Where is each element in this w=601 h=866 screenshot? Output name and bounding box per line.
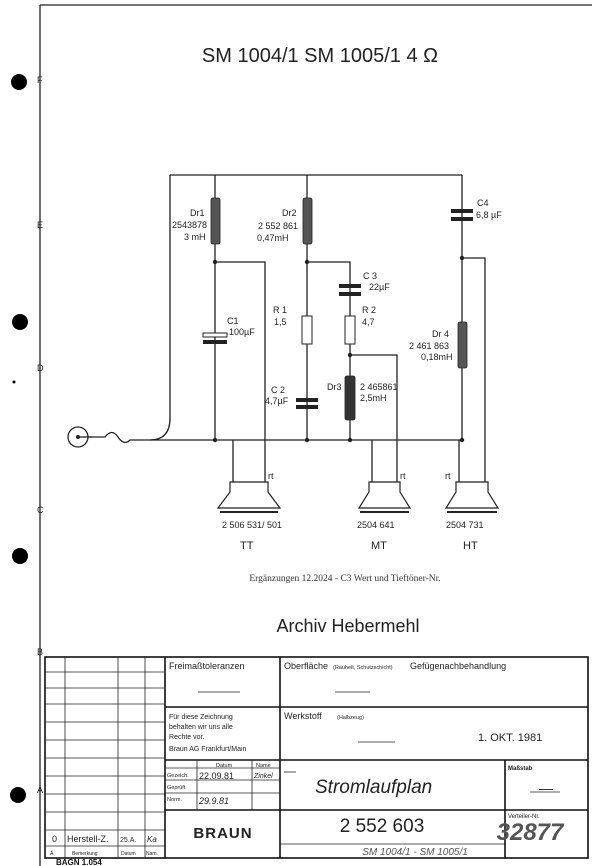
svg-text:22.09.81: 22.09.81 (199, 771, 234, 781)
svg-text:BRAUN: BRAUN (193, 825, 252, 842)
svg-text:R 2: R 2 (362, 305, 376, 315)
svg-text:Braun AG Frankfurt/Main: Braun AG Frankfurt/Main (169, 746, 247, 753)
svg-text:3 mH: 3 mH (184, 232, 206, 242)
svg-text:Oberfläche: Oberfläche (284, 661, 328, 671)
svg-text:1. OKT. 1981: 1. OKT. 1981 (478, 732, 542, 744)
svg-text:2504 731: 2504 731 (446, 520, 484, 530)
punch-holes (10, 74, 28, 803)
speaker-ht: rt 2504 731 HT (444, 471, 500, 552)
svg-text:2543878: 2543878 (172, 220, 207, 230)
svg-text:6,8 µF: 6,8 µF (476, 210, 502, 220)
svg-text:(Halbzeug): (Halbzeug) (337, 715, 364, 721)
svg-text:25.A.: 25.A. (120, 837, 136, 844)
svg-text:32877: 32877 (497, 819, 565, 846)
svg-text:TT: TT (240, 540, 254, 552)
drawing-frame (39, 4, 592, 866)
svg-text:rt: rt (268, 471, 274, 481)
inductor-dr3 (344, 375, 356, 421)
form-code: BAGN 1.054 (56, 858, 102, 866)
svg-text:4,7: 4,7 (362, 317, 375, 327)
revision-note: Ergänzungen 12.2024 - C3 Wert und Tieftö… (249, 573, 440, 584)
svg-text:Dr1: Dr1 (190, 208, 205, 218)
svg-text:Stromlaufplan: Stromlaufplan (315, 777, 432, 798)
border-letters: F E D C B A (37, 75, 44, 795)
svg-text:Dr2: Dr2 (282, 208, 297, 218)
svg-text:SM 1004/1 - SM 1005/1: SM 1004/1 - SM 1005/1 (362, 847, 468, 858)
speaker-tt: rt 2 506 531/ 501 TT (216, 471, 282, 552)
svg-text:(Rauheit, Schutzschicht): (Rauheit, Schutzschicht) (333, 665, 393, 671)
svg-text:Gezeich.: Gezeich. (167, 773, 189, 779)
title-block: Freimaßtoleranzen Oberfläche (Rauheit, S… (44, 656, 589, 866)
svg-text:Dr3: Dr3 (327, 382, 342, 392)
archive-label: Archiv Hebermehl (276, 616, 419, 636)
svg-text:R 1: R 1 (273, 305, 287, 315)
input-jack-icon (67, 426, 92, 448)
svg-text:100µF: 100µF (229, 327, 255, 337)
svg-text:Geprüft: Geprüft (167, 785, 186, 791)
svg-text:rt: rt (400, 471, 406, 481)
svg-text:0: 0 (52, 834, 57, 844)
speaker-mt: rt 2504 641 MT (357, 471, 412, 552)
svg-text:Freimaßtoleranzen: Freimaßtoleranzen (169, 661, 245, 671)
svg-text:Datum: Datum (216, 763, 233, 769)
inductor-dr1 (210, 197, 221, 245)
svg-text:Norm.: Norm. (167, 797, 182, 803)
svg-text:Dr 4: Dr 4 (432, 329, 449, 339)
svg-text:2 461 863: 2 461 863 (409, 341, 449, 351)
svg-text:C 3: C 3 (363, 271, 377, 281)
svg-text:A: A (37, 785, 43, 795)
svg-text:HT: HT (463, 540, 478, 552)
svg-text:rt: rt (445, 471, 451, 481)
svg-text:2 552 861: 2 552 861 (258, 221, 298, 231)
svg-text:Rechte vor.: Rechte vor. (169, 734, 204, 741)
svg-text:—: — (539, 780, 553, 796)
component-labels: Dr1 2543878 3 mH Dr2 2 552 861 0,47mH C1… (172, 198, 502, 406)
svg-text:2 465861: 2 465861 (360, 382, 398, 392)
svg-text:Zinkel: Zinkel (253, 773, 273, 780)
svg-text:F: F (37, 75, 43, 85)
nodes (212, 255, 465, 443)
svg-text:1,5: 1,5 (274, 317, 287, 327)
svg-text:B: B (37, 647, 43, 657)
svg-text:Ka: Ka (147, 835, 157, 844)
svg-text:E: E (37, 220, 43, 230)
svg-text:Bemerkung: Bemerkung (72, 851, 98, 857)
svg-text:2 552 603: 2 552 603 (340, 816, 425, 837)
svg-text:29.9.81: 29.9.81 (198, 796, 229, 806)
svg-text:2 506 531/ 501: 2 506 531/ 501 (222, 520, 282, 530)
circuit-wires (90, 174, 486, 482)
svg-text:behalten wir uns alle: behalten wir uns alle (169, 724, 233, 731)
svg-text:C1: C1 (227, 316, 239, 326)
inductor-dr2 (302, 197, 313, 245)
svg-text:MT: MT (371, 540, 387, 552)
inductor-dr4 (457, 321, 468, 369)
svg-text:Nam.: Nam. (146, 851, 158, 857)
svg-text:Herstell-Z.: Herstell-Z. (67, 834, 109, 844)
svg-text:Gefügenachbehandlung: Gefügenachbehandlung (410, 661, 506, 671)
inductors (210, 197, 468, 421)
svg-text:Verteiler-Nr.: Verteiler-Nr. (508, 814, 540, 820)
capacitors (202, 209, 473, 409)
svg-text:Für diese Zeichnung: Für diese Zeichnung (169, 714, 233, 721)
svg-text:0,47mH: 0,47mH (257, 233, 289, 243)
svg-text:Ä: Ä (50, 850, 54, 857)
svg-text:C: C (37, 505, 44, 515)
svg-text:0,18mH: 0,18mH (421, 352, 453, 362)
page-title: SM 1004/1 SM 1005/1 4 Ω (202, 45, 438, 67)
svg-text:Werkstoff: Werkstoff (284, 711, 322, 721)
svg-text:D: D (37, 363, 44, 373)
resistors (301, 315, 356, 345)
svg-text:Maßstab: Maßstab (508, 766, 533, 772)
svg-text:C 2: C 2 (271, 385, 285, 395)
svg-text:Datum: Datum (121, 851, 136, 857)
svg-text:2,5mH: 2,5mH (360, 393, 387, 403)
svg-text:C4: C4 (477, 198, 489, 208)
svg-text:2504 641: 2504 641 (357, 520, 395, 530)
svg-text:4,7µF: 4,7µF (265, 396, 289, 406)
svg-text:22µF: 22µF (369, 282, 390, 292)
svg-text:Name: Name (256, 763, 271, 769)
